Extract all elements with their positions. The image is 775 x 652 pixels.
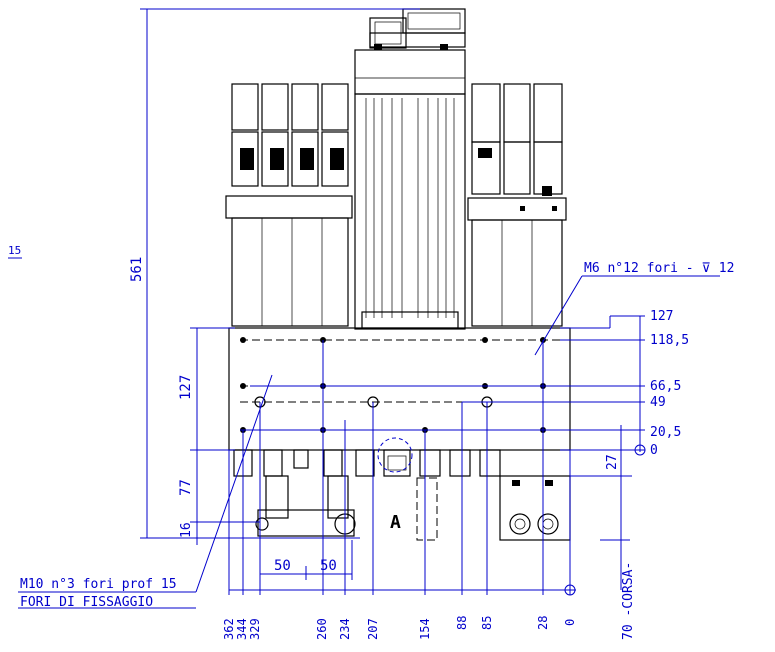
right-dim-49: 49 bbox=[650, 395, 666, 410]
bottom-dim-28: 28 bbox=[536, 616, 550, 630]
corsa-dim: 70 -CORSA- bbox=[621, 562, 636, 640]
bottom-dim-154: 154 bbox=[418, 618, 432, 640]
bottom-dim-88: 88 bbox=[455, 616, 469, 630]
machine-outline bbox=[225, 8, 571, 541]
left-callout-line1: M10 n°3 fori prof 15 bbox=[20, 577, 177, 592]
bottom-dim-207: 207 bbox=[366, 618, 380, 640]
right-dim-66-5: 66,5 bbox=[650, 379, 681, 394]
right-valve-stack bbox=[467, 83, 567, 327]
left-callout-line2: FORI DI FISSAGGIO bbox=[20, 595, 153, 610]
bottom-dim-344: 344 bbox=[235, 618, 249, 640]
motor-fins bbox=[365, 98, 455, 318]
right-dim-127: 127 bbox=[650, 309, 673, 324]
left-dim-127: 127 bbox=[178, 375, 194, 400]
right-dim-20-5: 20,5 bbox=[650, 425, 681, 440]
bottom-dim-260: 260 bbox=[315, 618, 329, 640]
bottom-dim-362: 362 bbox=[222, 618, 236, 640]
span-dim-50-left: 50 bbox=[274, 558, 291, 574]
span-dim-50-right: 50 bbox=[320, 558, 337, 574]
left-valve-stack bbox=[225, 83, 353, 327]
right-dim-118-5: 118,5 bbox=[650, 333, 689, 348]
left-dim-77: 77 bbox=[178, 479, 194, 496]
view-label: A bbox=[390, 512, 401, 533]
dimension-lines bbox=[8, 8, 720, 609]
left-edge-label: 15 bbox=[8, 244, 21, 257]
right-callout-label: M6 n°12 fori - ⊽ 12 bbox=[584, 261, 734, 276]
bottom-dim-329: 329 bbox=[248, 618, 262, 640]
base-plate bbox=[228, 327, 571, 451]
text-labels: 561 15 M6 n°12 fori - ⊽ 12 M10 n°3 fori … bbox=[8, 244, 734, 640]
lower-fittings bbox=[233, 437, 571, 541]
bottom-dim-85: 85 bbox=[480, 616, 494, 630]
bottom-dim-0: 0 bbox=[563, 619, 577, 626]
right-dim-27: 27 bbox=[605, 454, 620, 470]
right-dim-0: 0 bbox=[650, 443, 658, 458]
left-dim-16: 16 bbox=[179, 522, 194, 538]
overall-height-label: 561 bbox=[129, 257, 145, 282]
bottom-dim-234: 234 bbox=[338, 618, 352, 640]
